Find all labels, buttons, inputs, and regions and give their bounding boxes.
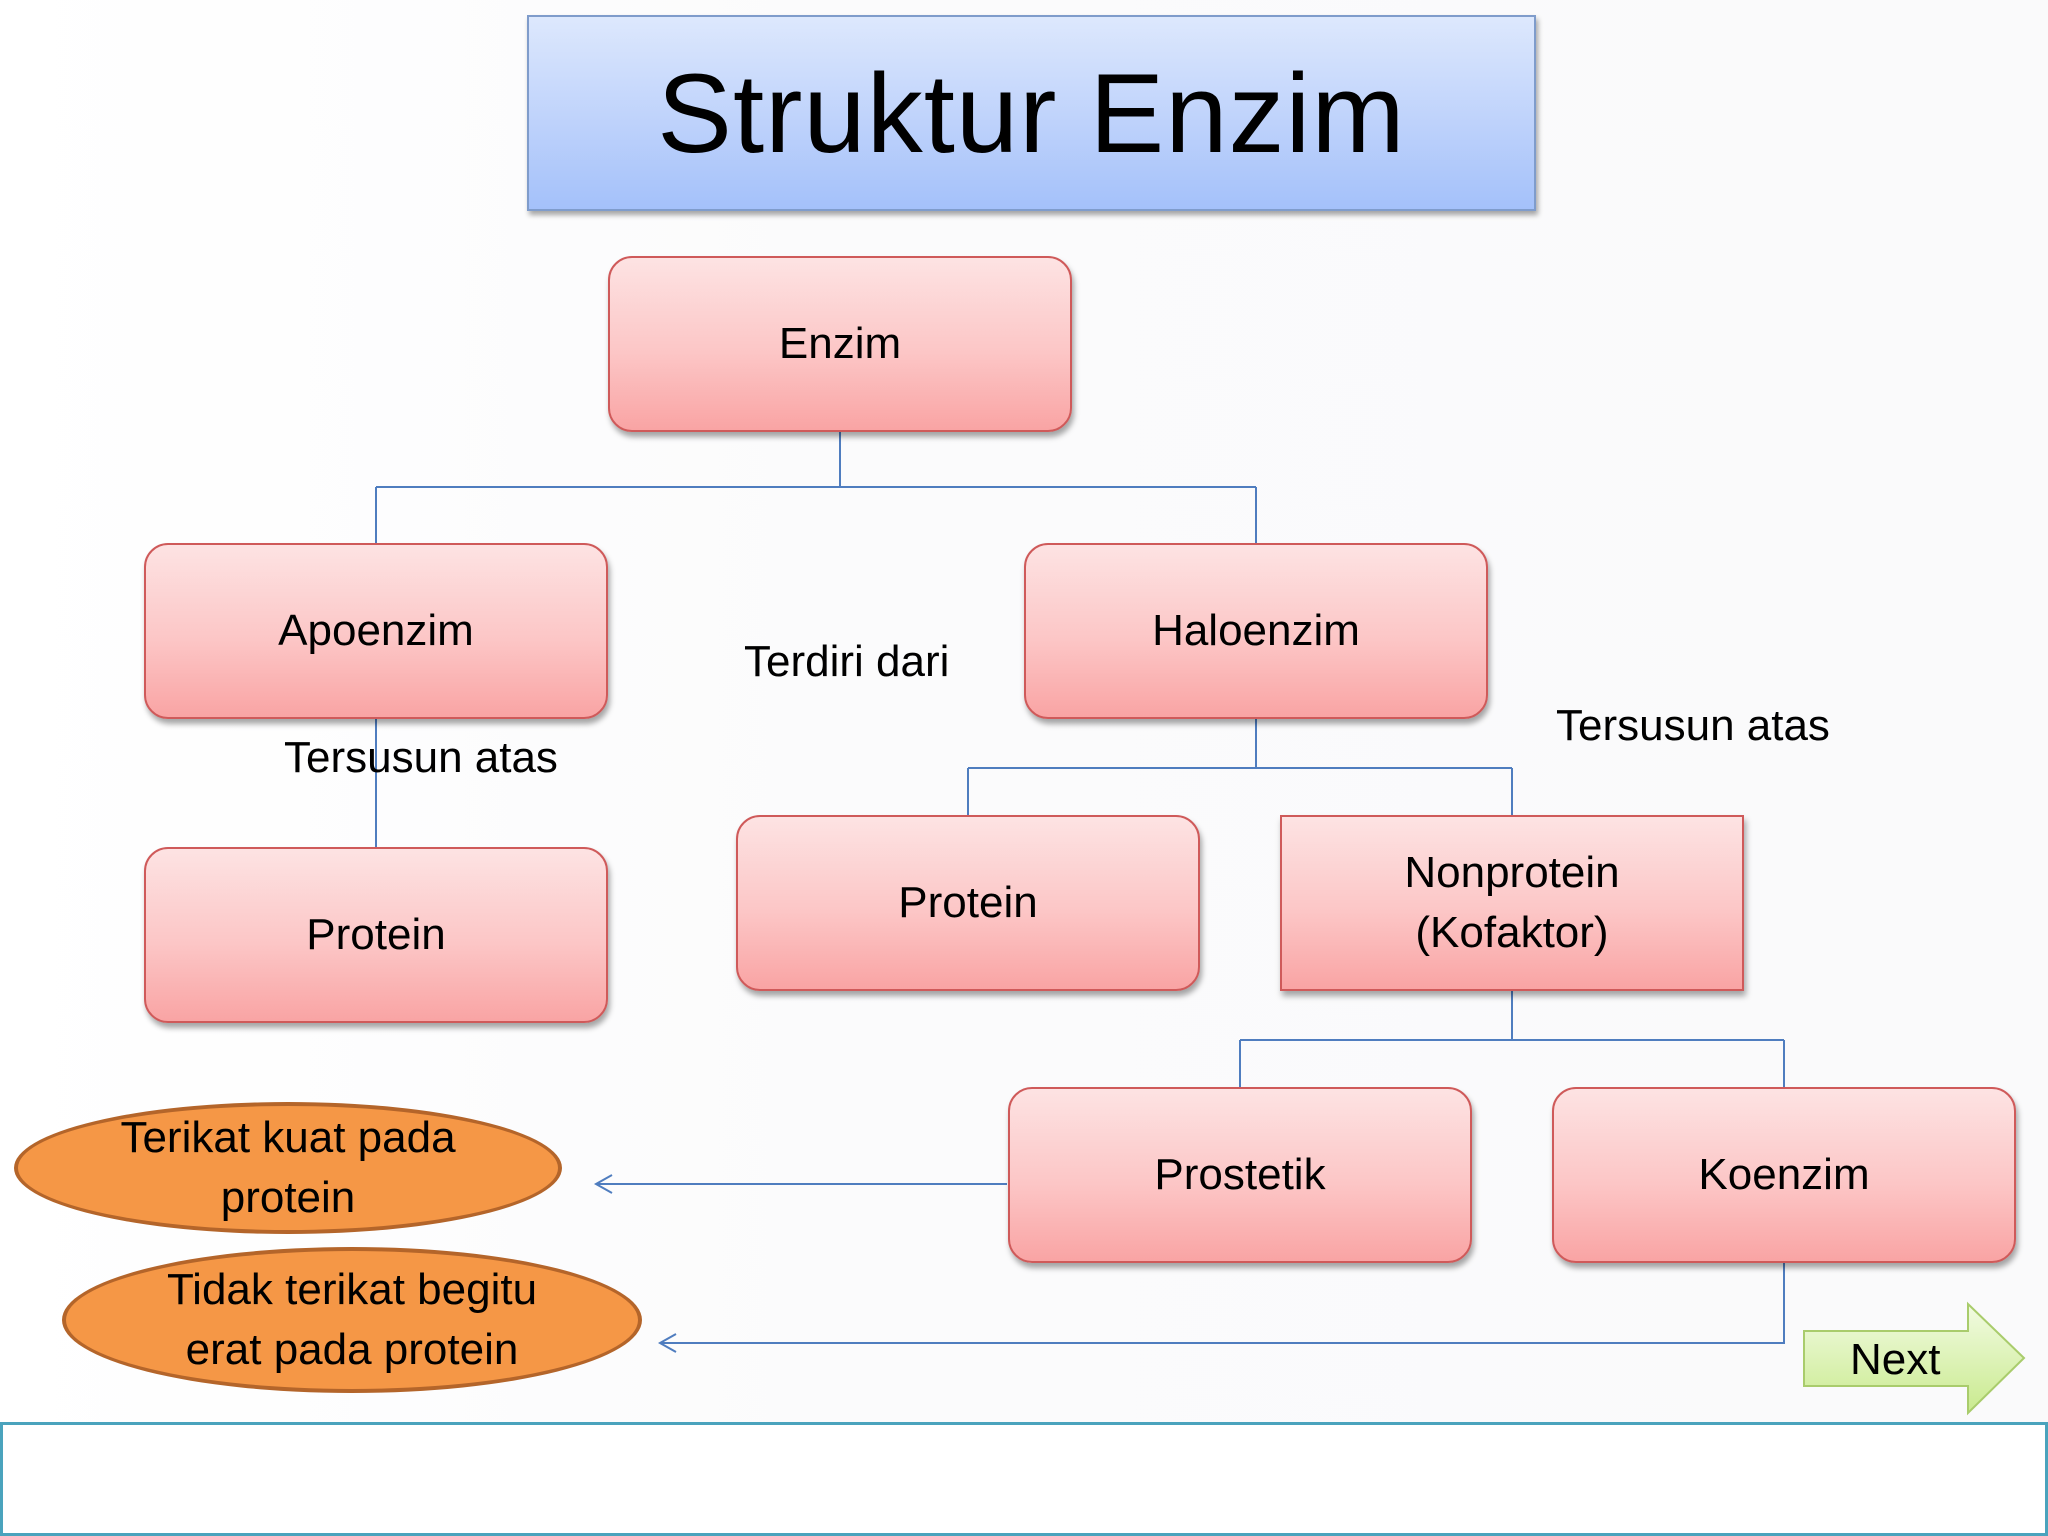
next-arrow-shape[interactable] <box>1803 1301 2026 1416</box>
node-haloenzim-label: Haloenzim <box>1152 606 1360 655</box>
arrowhead-koenzim-note <box>657 1333 677 1353</box>
node-protein-haloenzim-label: Protein <box>898 878 1038 927</box>
title-banner: Struktur Enzim <box>527 15 1536 211</box>
note-prostetik-text: Terikat kuat pada protein <box>120 1113 456 1222</box>
node-prostetik: Prostetik <box>1008 1087 1472 1263</box>
label-terdiri-dari: Terdiri dari <box>744 637 950 686</box>
arrowhead-prostetik-note <box>593 1174 613 1194</box>
note-prostetik: Terikat kuat pada protein <box>14 1102 562 1234</box>
node-enzim: Enzim <box>608 256 1072 432</box>
node-protein-haloenzim: Protein <box>736 815 1200 991</box>
page-title: Struktur Enzim <box>657 50 1406 176</box>
node-koenzim-label: Koenzim <box>1698 1150 1870 1199</box>
footer-bar <box>0 1422 2048 1536</box>
node-protein-apoenzim-label: Protein <box>306 910 446 959</box>
node-apoenzim-label: Apoenzim <box>278 606 474 655</box>
connector-haloenzim-children <box>967 719 1513 815</box>
connector-nonprotein-children <box>1239 991 1785 1087</box>
note-koenzim-text: Tidak terikat begitu erat pada protein <box>166 1265 538 1374</box>
label-tersusun-atas-haloenzim: Tersusun atas <box>1556 701 1830 750</box>
note-koenzim: Tidak terikat begitu erat pada protein <box>62 1247 642 1393</box>
node-protein-apoenzim: Protein <box>144 847 608 1023</box>
node-haloenzim: Haloenzim <box>1024 543 1488 719</box>
node-prostetik-label: Prostetik <box>1154 1150 1326 1199</box>
node-koenzim: Koenzim <box>1552 1087 2016 1263</box>
node-nonprotein-label: Nonprotein (Kofaktor) <box>1404 848 1620 957</box>
node-apoenzim: Apoenzim <box>144 543 608 719</box>
arrow-koenzim-note <box>660 1263 1785 1344</box>
next-button-label[interactable]: Next <box>1850 1335 1941 1384</box>
connector-enzim-children <box>375 432 1257 543</box>
node-enzim-label: Enzim <box>778 319 902 368</box>
label-tersusun-atas-apoenzim: Tersusun atas <box>284 733 558 782</box>
node-nonprotein: Nonprotein (Kofaktor) <box>1280 815 1744 991</box>
